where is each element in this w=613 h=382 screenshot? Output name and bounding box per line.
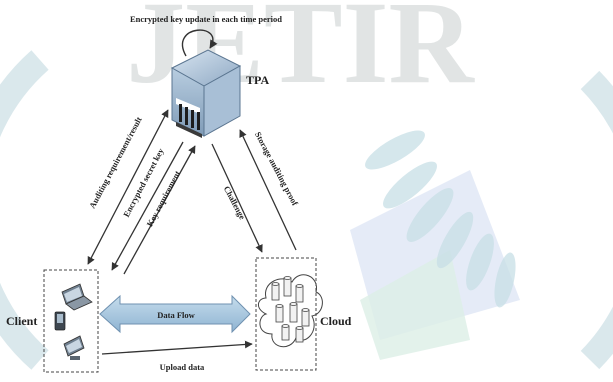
cloud-label: Cloud bbox=[320, 314, 352, 328]
mobile-phone-icon bbox=[54, 311, 66, 331]
upload-data-arrow bbox=[101, 340, 253, 355]
watermark-green-shape bbox=[360, 250, 470, 360]
challenge-label: Challenge bbox=[222, 184, 248, 221]
upload-data-label: Upload data bbox=[160, 362, 205, 372]
watermark-ring-right bbox=[580, 70, 613, 370]
watermark: JETIR bbox=[0, 0, 613, 370]
tpa-icon bbox=[170, 49, 242, 138]
key-requirement-arrow bbox=[123, 145, 196, 275]
data-flow-label: Data Flow bbox=[157, 310, 195, 320]
key-update-loop-arrow bbox=[181, 29, 218, 57]
watermark-leaves bbox=[365, 130, 516, 308]
laptop-icon bbox=[61, 283, 93, 311]
database-cylinders-icon bbox=[271, 276, 310, 343]
cloud-outline-icon bbox=[258, 274, 323, 348]
auditing-requirement-arrow bbox=[87, 109, 169, 265]
storage-auditing-proof-label: Storage auditing proof bbox=[253, 130, 300, 207]
encrypted-secret-key-arrow bbox=[111, 141, 184, 271]
key-update-label: Encrypted key update in each time period bbox=[130, 14, 282, 24]
storage-auditing-proof-arrow bbox=[239, 129, 297, 251]
data-flow-arrow bbox=[99, 294, 251, 334]
challenge-arrow bbox=[211, 143, 263, 253]
tpa-label: TPA bbox=[246, 73, 269, 87]
client-box bbox=[43, 269, 99, 373]
client-label: Client bbox=[6, 314, 37, 328]
desktop-icon bbox=[63, 335, 85, 360]
watermark-ring-left bbox=[0, 50, 49, 370]
cloud-box bbox=[255, 257, 317, 371]
